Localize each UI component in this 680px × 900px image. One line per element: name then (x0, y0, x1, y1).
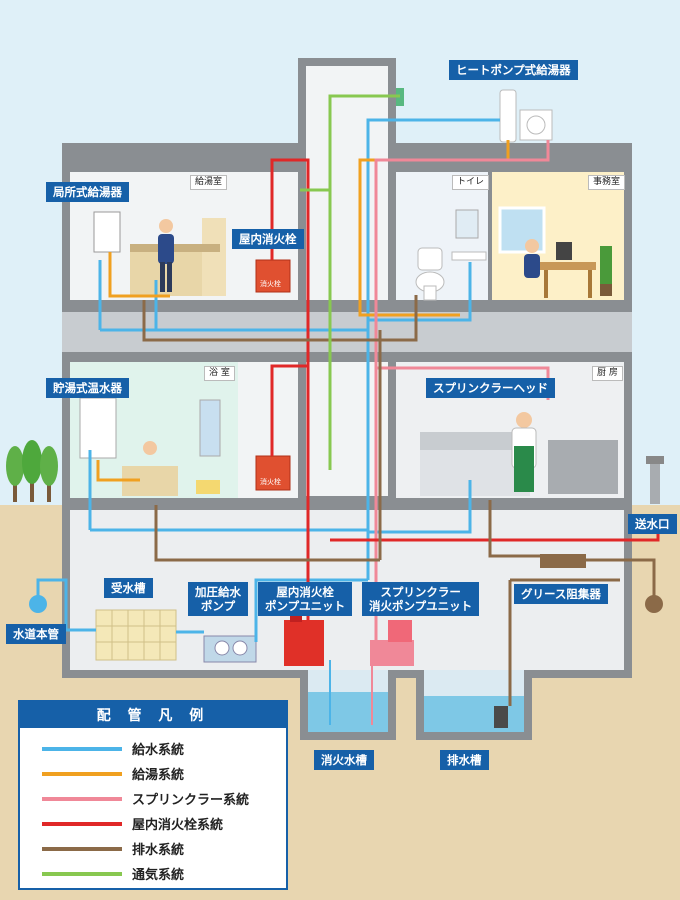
person-icon (158, 219, 174, 292)
receiving-tank-icon (95, 609, 177, 661)
label-sprinkler-pump: スプリンクラー消火ポンプユニット (362, 582, 480, 616)
label-fire-tank: 消火水槽 (314, 750, 374, 770)
heat-pump-icon (499, 89, 553, 143)
label-sprinkler-head: スプリンクラーヘッド (426, 378, 555, 398)
legend-swatch (42, 821, 122, 826)
booster-pump-icon (203, 635, 257, 663)
legend-label: 通気系統 (132, 868, 185, 883)
label-grease-trap: グリース阻集器 (514, 584, 608, 604)
label-local-heater: 局所式給湯器 (46, 182, 129, 202)
water-main-icon (29, 595, 47, 613)
legend-rows: 給水系統 給湯系統 スプリンクラー系統 屋内消火栓系統 排水系統 通気系統 (20, 728, 286, 886)
office-desk-icon (498, 206, 612, 298)
room-label-kitchenette: 給湯室 (190, 175, 228, 190)
room-label-office: 事務室 (588, 175, 626, 190)
legend-item: 通気系統 (42, 861, 286, 886)
label-water-main: 水道本管 (6, 624, 66, 644)
sprinkler-pump-icon (370, 620, 414, 666)
room-label-toilet: トイレ (452, 175, 490, 190)
feed-port-icon (646, 456, 664, 504)
legend-item: 屋内消火栓系統 (42, 811, 286, 836)
legend-swatch (42, 796, 122, 801)
label-indoor-hydrant: 屋内消火栓 (232, 229, 304, 249)
label-drain-tank: 排水槽 (440, 750, 489, 770)
legend-item: スプリンクラー系統 (42, 786, 286, 811)
legend-swatch (42, 871, 122, 876)
legend-label: スプリンクラー系統 (132, 793, 250, 808)
sewer-icon (645, 595, 663, 613)
piping-legend: 配 管 凡 例 給水系統 給湯系統 スプリンクラー系統 屋内消火栓系統 排水系統… (18, 700, 288, 890)
legend-swatch (42, 846, 122, 851)
label-feed-port: 送水口 (628, 514, 677, 534)
pipe-shaft-inner (306, 66, 388, 496)
legend-title: 配 管 凡 例 (20, 702, 286, 728)
room-label-kitchen: 厨 房 (592, 366, 623, 381)
label-storage-heater: 貯湯式温水器 (46, 378, 129, 398)
drain-pump-icon (494, 706, 508, 728)
legend-swatch (42, 771, 122, 776)
floor-slab-1 (62, 498, 632, 510)
bathtub-icon (79, 397, 221, 496)
label-booster-pump: 加圧給水ポンプ (188, 582, 248, 616)
label-receiving-tank: 受水槽 (104, 578, 153, 598)
hydrant-box-2f (255, 259, 291, 293)
legend-label: 屋内消火栓系統 (132, 818, 224, 833)
chef-icon (420, 412, 618, 496)
legend-item: 給水系統 (42, 736, 286, 761)
legend-label: 給湯系統 (132, 768, 185, 783)
local-heater-icon (93, 211, 121, 253)
toilet-icon (415, 209, 487, 301)
hydrant-box-label-1f: 消火栓 (260, 478, 281, 486)
legend-item: 排水系統 (42, 836, 286, 861)
pipes (36, 94, 660, 706)
trees-icon (6, 440, 58, 502)
legend-swatch (42, 746, 122, 751)
hydrant-box-label-2f: 消火栓 (260, 280, 281, 288)
legend-label: 給水系統 (132, 743, 185, 758)
legend-item: 給湯系統 (42, 761, 286, 786)
room-label-bath: 浴 室 (204, 366, 235, 381)
label-hydrant-pump: 屋内消火栓ポンプユニット (258, 582, 353, 616)
hydrant-pump-icon (284, 612, 324, 666)
legend-label: 排水系統 (132, 843, 185, 858)
grease-trap-icon (540, 554, 586, 568)
label-heat-pump: ヒートポンプ式給湯器 (449, 60, 578, 80)
